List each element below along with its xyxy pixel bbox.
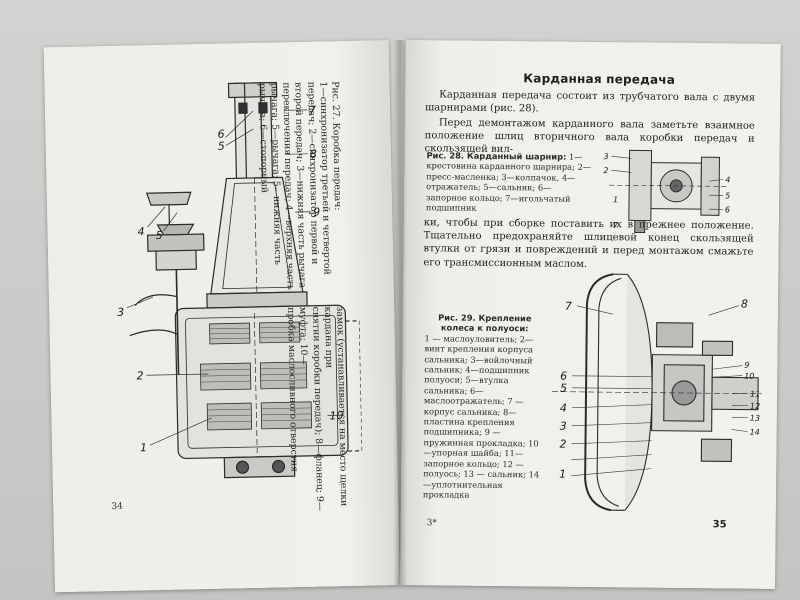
fig29-label-3: 3 xyxy=(560,420,567,433)
fig27-label-5: 5 xyxy=(155,229,162,242)
left-page: 6 5 7 8 9 4 5 3 2 1 10 Рис. 27. Коробка … xyxy=(43,40,400,593)
fig29-label-11: 11 xyxy=(750,390,760,399)
fig28-label-3: 3 xyxy=(603,152,608,161)
fig28-label-5: 5 xyxy=(725,191,730,200)
fig27-label-2: 2 xyxy=(136,369,143,382)
fig27-label-6: 6 xyxy=(217,128,224,141)
fig29-label-7: 7 xyxy=(565,300,572,313)
fig27-label-1: 1 xyxy=(140,441,147,454)
fig29-caption-title: Рис. 29. Крепление колеса к полуоси: xyxy=(438,312,532,334)
fig27-label-8: 8 xyxy=(310,148,317,161)
fig29-label-12: 12 xyxy=(750,402,760,411)
fig27-label-4: 4 xyxy=(137,225,144,238)
figure-29-caption: Рис. 29. Крепление колеса к полуоси: 1 —… xyxy=(423,312,545,501)
fig27-caption-text-3: снятии коробки передач); 8—фланец; 9—муф… xyxy=(297,306,326,512)
fig29-label-10: 10 xyxy=(744,372,754,381)
fig28-label-4: 4 xyxy=(725,175,730,184)
figure-28-cardan-joint-drawing: 3 2 4 5 6 1 7 xyxy=(603,149,730,234)
figure-27-gearbox-drawing: 6 5 7 8 9 4 5 3 2 1 10 xyxy=(117,81,363,479)
figure-28-caption: Рис. 28. Карданный шарнир: 1—крестовина … xyxy=(426,150,592,214)
fig29-label-1: 1 xyxy=(559,468,566,481)
fig29-label-6: 6 xyxy=(560,370,567,383)
fig27-label-9: 9 xyxy=(313,206,320,219)
fig27-caption-text-2: замок (устанавливается на место щелки ка… xyxy=(321,306,350,507)
fig28-label-1: 1 xyxy=(613,195,618,204)
signature-mark: 3* xyxy=(426,518,437,529)
fig29-caption-body: 1 — маслоуловитель; 2—винт крепления кор… xyxy=(422,333,540,500)
section-title: Карданная передача xyxy=(523,71,676,87)
fig27-label-3: 3 xyxy=(117,306,124,319)
fig28-caption-body: 1—крестовина карданного шарнира; 2—пресс… xyxy=(425,151,592,213)
fig27-label-7: 7 xyxy=(309,104,316,117)
fig29-label-9: 9 xyxy=(744,361,749,370)
fig29-label-8: 8 xyxy=(741,298,748,311)
open-book: 6 5 7 8 9 4 5 3 2 1 10 Рис. 27. Коробка … xyxy=(43,40,781,593)
fig29-label-13: 13 xyxy=(750,414,760,423)
fig28-label-7: 7 xyxy=(613,221,619,230)
right-page: Карданная передача Карданная передача со… xyxy=(400,40,781,589)
fig28-label-6: 6 xyxy=(725,205,730,214)
fig27-label-10: 10 xyxy=(329,409,343,422)
figure-27-caption: Рис. 27. Коробка передач: 1—синхронизато… xyxy=(256,81,350,522)
fig29-label-4: 4 xyxy=(560,402,567,415)
fig27-label-5b: 5 xyxy=(218,140,225,153)
figure-29-wheel-mount-drawing: 7 8 6 5 4 3 2 1 9 10 11 12 13 14 xyxy=(552,273,763,512)
page-number-35: 35 xyxy=(712,519,727,531)
fig29-label-2: 2 xyxy=(559,438,566,451)
fig29-label-5: 5 xyxy=(560,382,567,395)
fig27-caption-text-1: 1—синхронизатор третьей и четвертой пере… xyxy=(256,81,333,290)
book-spine-shadow xyxy=(393,40,407,585)
fig28-label-2: 2 xyxy=(603,166,608,175)
page-number-34: 34 xyxy=(111,501,123,513)
paragraph-intro: Карданная передача состоит из трубчатого… xyxy=(424,89,756,115)
fig29-label-14: 14 xyxy=(750,428,760,437)
